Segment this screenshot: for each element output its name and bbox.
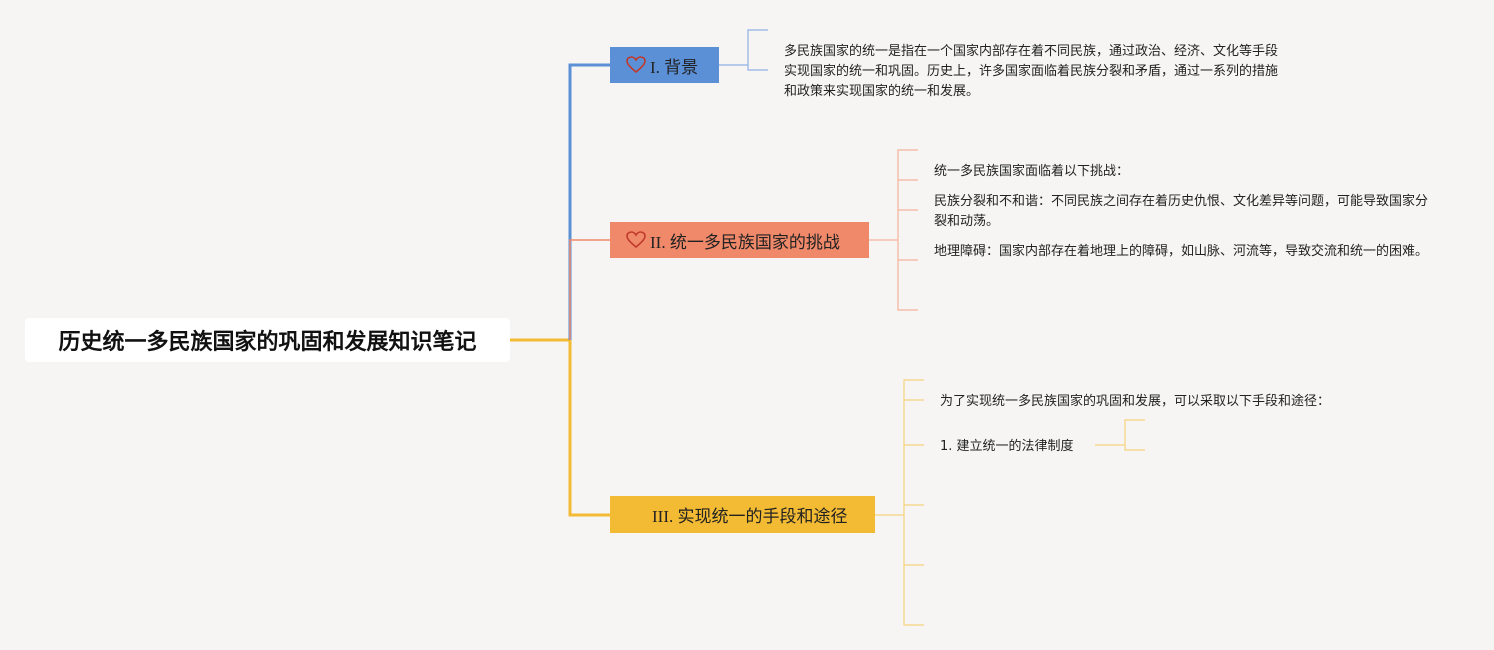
background-note[interactable]: 多民族国家的统一是指在一个国家内部存在着不同民族，通过政治、经济、文化等手段实现… <box>784 44 1279 99</box>
branch-challenges-label: II. 统一多民族国家的挑战 <box>650 232 840 252</box>
challenges-intro[interactable]: 统一多民族国家面临着以下挑战： <box>934 164 1130 179</box>
branch-3-children-connector <box>875 379 1145 626</box>
means-intro[interactable]: 为了实现统一多民族国家的巩固和发展，可以采取以下手段和途径： <box>940 394 1331 409</box>
challenge-item-geographic-barriers[interactable]: 地理障碍：国家内部存在着地理上的障碍，如山脉、河流等，导致交流和统一的困难。 <box>934 244 1429 259</box>
branch-3-connector <box>568 340 610 517</box>
branch-challenges[interactable]: II. 统一多民族国家的挑战 <box>610 222 869 258</box>
branch-means[interactable]: III. 实现统一的手段和途径 <box>610 496 875 533</box>
branch-2-children-connector <box>869 149 918 311</box>
root-topic[interactable]: 历史统一多民族国家的巩固和发展知识笔记 <box>25 318 510 362</box>
branch-background[interactable]: I. 背景 <box>610 47 719 83</box>
means-item-legal-system[interactable]: 1. 建立统一的法律制度 <box>940 439 1074 454</box>
heart-icon <box>626 231 646 249</box>
challenge-item-ethnic-division[interactable]: 民族分裂和不和谐：不同民族之间存在着历史仇恨、文化差异等问题，可能导致国家分裂和… <box>934 194 1429 229</box>
heart-icon <box>626 56 646 74</box>
branch-1-connector <box>568 63 610 340</box>
branch-2-connector <box>569 239 610 340</box>
branch-background-label: I. 背景 <box>650 57 699 77</box>
branch-means-label: III. 实现统一的手段和途径 <box>652 507 848 526</box>
branch-1-children-connector <box>719 29 768 71</box>
root-title: 历史统一多民族国家的巩固和发展知识笔记 <box>58 330 477 355</box>
